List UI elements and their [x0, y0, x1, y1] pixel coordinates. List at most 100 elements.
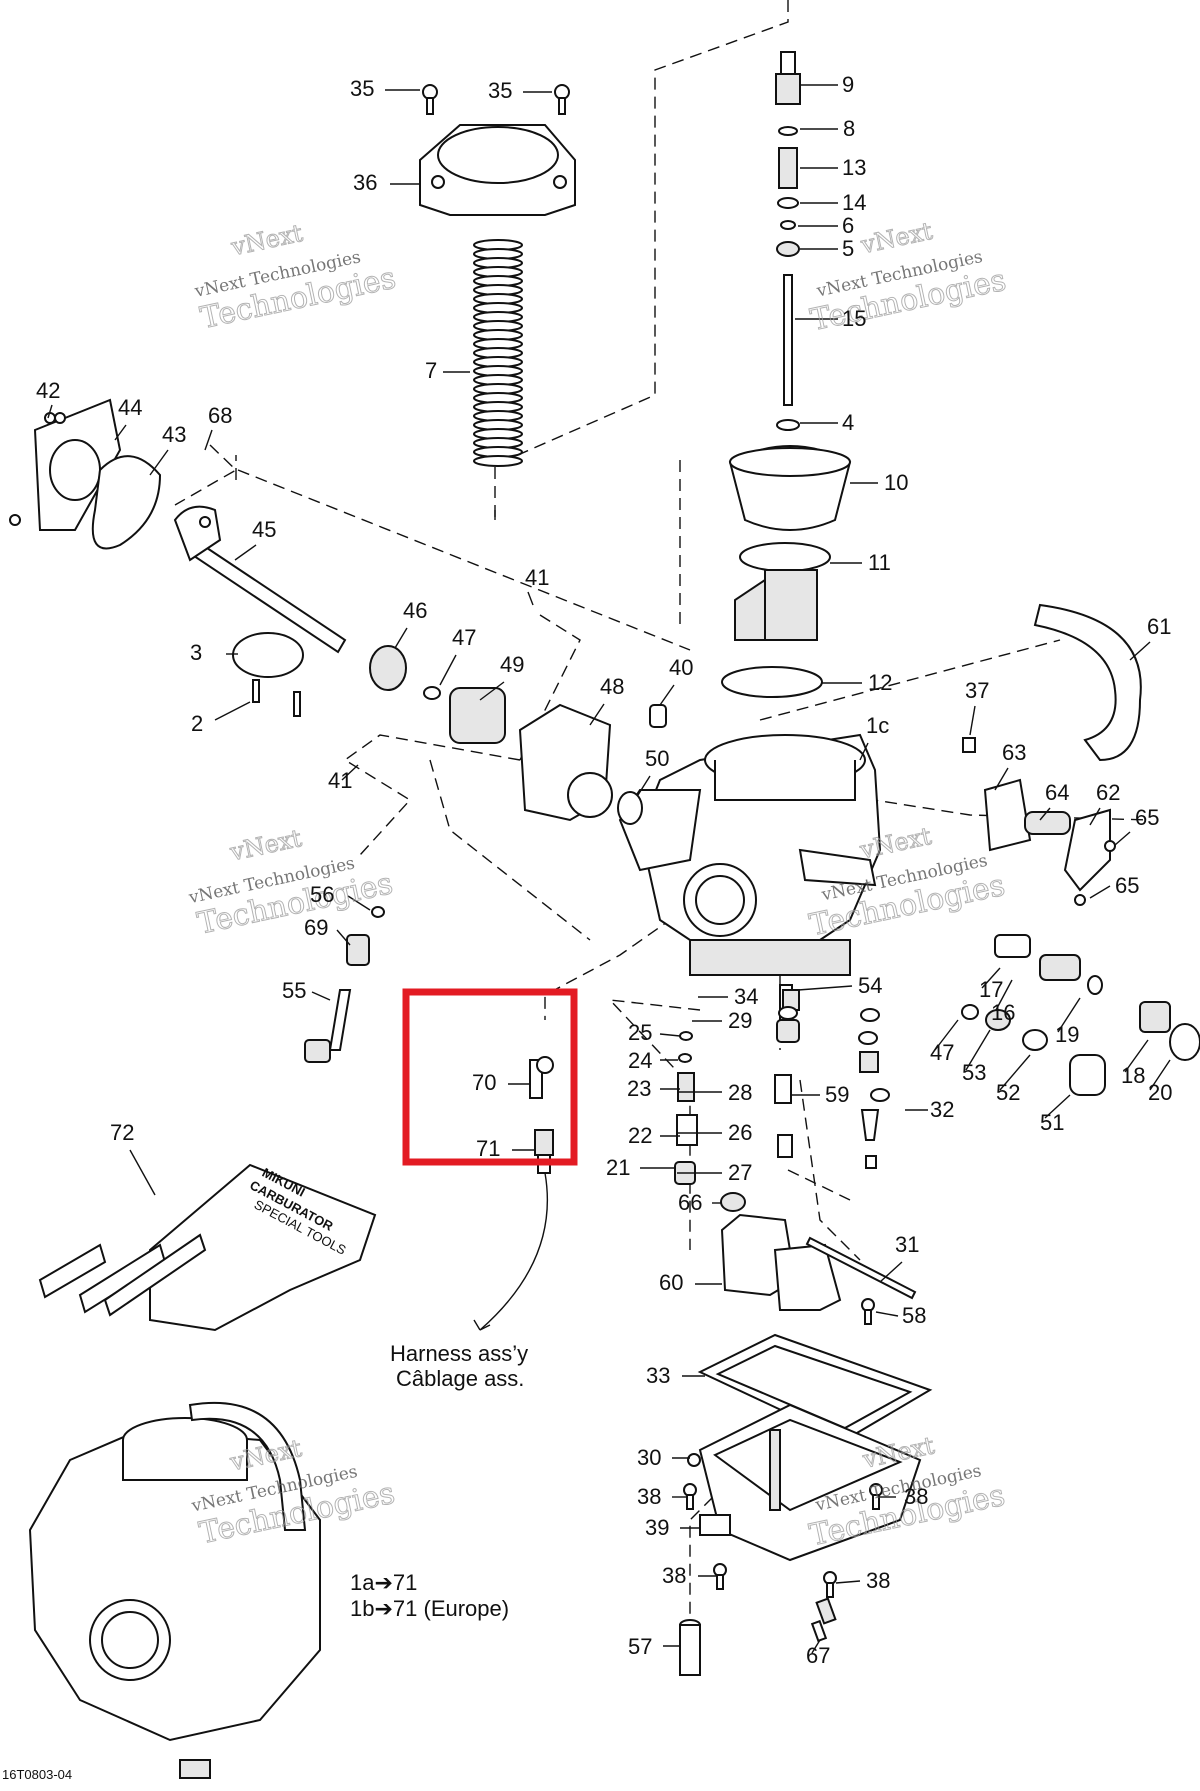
- part-label-1c: 1c: [866, 713, 889, 738]
- svg-text:vNext: vNext: [858, 217, 936, 260]
- assembled-carburetor-illustration: [28, 1401, 321, 1779]
- leader-line-40: [659, 684, 675, 706]
- part-label-35: 35: [350, 76, 374, 101]
- part-label-4: 4: [842, 410, 854, 435]
- part-label-71: 71: [476, 1136, 500, 1161]
- leader-line-63: [994, 767, 1009, 791]
- part-label-38: 38: [662, 1563, 686, 1588]
- part-70-71-sensor: [473, 1056, 554, 1331]
- part-label-63: 63: [1002, 740, 1026, 765]
- part-label-38: 38: [904, 1484, 928, 1509]
- leader-line-67: [811, 1639, 821, 1654]
- part-12-o-ring: [721, 666, 823, 698]
- part-label-41: 41: [328, 768, 352, 793]
- part-label-11: 11: [868, 550, 891, 575]
- part-label-13: 13: [842, 155, 866, 180]
- variant-annotation-line2: 1b➔71 (Europe): [350, 1596, 509, 1621]
- part-46-47-49-spring-group: [369, 645, 506, 744]
- leader-line-1c: [859, 742, 869, 761]
- part-16-20-pilot-group: [961, 934, 1200, 1096]
- leader-line-19: [1057, 997, 1081, 1033]
- watermark-top-right: vNext vNext Technologies Technologies: [807, 216, 1009, 338]
- part-62-65-cover-group: [962, 737, 1116, 906]
- part-label-23: 23: [627, 1076, 651, 1101]
- part-label-64: 64: [1045, 780, 1069, 805]
- leader-line-17: [981, 967, 1001, 989]
- part-label-32: 32: [930, 1097, 954, 1122]
- part-35-screws: [422, 84, 570, 115]
- part-label-20: 20: [1148, 1080, 1172, 1105]
- leader-line-53: [965, 1029, 991, 1071]
- leader-line-16: [995, 979, 1013, 1011]
- svg-text:vNext: vNext: [227, 824, 305, 867]
- part-31-pin: [805, 1236, 917, 1300]
- part-36-cover: [419, 124, 576, 216]
- svg-text:vNext: vNext: [228, 219, 306, 262]
- leader-line-37: [969, 705, 976, 736]
- part-label-24: 24: [628, 1048, 652, 1073]
- part-label-42: 42: [36, 378, 60, 403]
- part-61-hose: [1033, 603, 1142, 762]
- part-label-35: 35: [488, 78, 512, 103]
- spring-coil: [473, 455, 523, 467]
- part-label-65: 65: [1115, 873, 1139, 898]
- part-label-8: 8: [843, 116, 855, 141]
- watermark-mid-left: vNext vNext Technologies Technologies: [186, 823, 396, 942]
- part-label-48: 48: [600, 674, 624, 699]
- leader-line-43: [149, 449, 169, 476]
- leader-line-62: [1089, 807, 1101, 826]
- part-label-47: 47: [930, 1040, 954, 1065]
- leader-line-68: [204, 429, 213, 451]
- part-label-25: 25: [628, 1020, 652, 1045]
- part-58-screw: [861, 1298, 875, 1325]
- part-label-72: 72: [110, 1120, 134, 1145]
- leader-line-45: [234, 544, 257, 561]
- leader-line-55: [311, 991, 331, 1001]
- part-label-65: 65: [1135, 805, 1159, 830]
- part-11-slide: [734, 542, 831, 641]
- part-label-14: 14: [842, 190, 866, 215]
- part-label-18: 18: [1121, 1063, 1145, 1088]
- highlight-box-parts-70-71: [402, 988, 578, 1166]
- part-3-throttle-plate: [232, 632, 304, 717]
- part-label-68: 68: [208, 403, 232, 428]
- part-label-9: 9: [842, 72, 854, 97]
- part-label-6: 6: [842, 213, 854, 238]
- part-30-float-bowl: [687, 1403, 922, 1562]
- part-label-70: 70: [472, 1070, 496, 1095]
- part-label-17: 17: [979, 977, 1003, 1002]
- part-label-46: 46: [403, 598, 427, 623]
- leader-line-46: [394, 627, 408, 649]
- leader-line-31: [879, 1261, 903, 1283]
- part-label-52: 52: [996, 1080, 1020, 1105]
- part-55-56-69-screw-group: [304, 906, 385, 1063]
- part-label-41: 41: [525, 565, 549, 590]
- part-label-30: 30: [637, 1445, 661, 1470]
- leader-line-58: [875, 1311, 899, 1317]
- part-label-15: 15: [842, 306, 866, 331]
- leader-line-18: [1124, 1039, 1149, 1073]
- part-label-55: 55: [282, 978, 306, 1003]
- part-label-12: 12: [868, 670, 892, 695]
- part-67-screw: [810, 1597, 837, 1643]
- part-label-21: 21: [606, 1155, 630, 1180]
- part-label-10: 10: [884, 470, 908, 495]
- part-label-51: 51: [1040, 1110, 1064, 1135]
- watermark-top-left: vNext vNext Technologies Technologies: [192, 218, 399, 336]
- part-45-throttle-shaft: [173, 505, 347, 654]
- part-label-53: 53: [962, 1060, 986, 1085]
- label-leader-lines: [47, 84, 1171, 1654]
- part-label-45: 45: [252, 517, 276, 542]
- part-label-16: 16: [991, 1000, 1015, 1025]
- part-label-2: 2: [191, 711, 203, 736]
- part-label-58: 58: [902, 1303, 926, 1328]
- part-50-o-ring: [617, 791, 643, 825]
- part-label-31: 31: [895, 1232, 919, 1257]
- leader-line-47: [439, 654, 457, 686]
- part-7-spring: [473, 239, 523, 467]
- leader-line-47: [934, 1019, 959, 1051]
- part-label-59: 59: [825, 1082, 849, 1107]
- part-label-19: 19: [1055, 1022, 1079, 1047]
- part-label-26: 26: [728, 1120, 752, 1145]
